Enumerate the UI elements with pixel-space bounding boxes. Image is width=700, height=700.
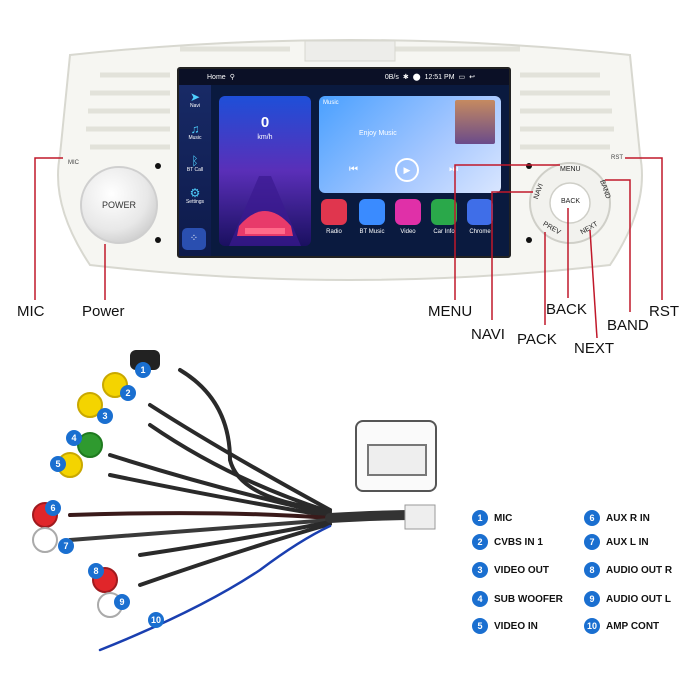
legend-badge: 6 <box>584 510 600 526</box>
app-drawer-icon[interactable]: ⁘ <box>182 228 206 250</box>
back-button[interactable]: BACK <box>561 198 581 205</box>
cable-badge-1: 1 <box>135 362 151 378</box>
legend-label: VIDEO IN <box>494 621 538 632</box>
cable-badge-10: 10 <box>148 612 164 628</box>
connector-detail <box>355 420 437 492</box>
mount-dot <box>155 237 161 243</box>
legend-label: AMP CONT <box>606 621 660 632</box>
speed-unit: km/h <box>257 134 273 141</box>
car-info-app-label: Car Info <box>433 229 455 235</box>
legend-label: AUX L IN <box>606 537 649 548</box>
cable-badge-6: 6 <box>45 500 61 516</box>
legend-badge: 4 <box>472 591 488 607</box>
video-app-icon[interactable] <box>395 199 421 225</box>
album-art <box>455 100 495 144</box>
mount-dot <box>526 237 532 243</box>
callout-rst: RST <box>649 303 679 320</box>
power-knob[interactable]: POWER <box>80 166 158 244</box>
gear-icon: ⚙ <box>189 186 201 200</box>
legend-badge: 3 <box>472 562 488 578</box>
car-info-app-icon[interactable] <box>431 199 457 225</box>
video-app-label: Video <box>400 229 416 235</box>
legend-label: AUX R IN <box>606 513 650 524</box>
speed-value: 0 <box>260 114 270 131</box>
legend-label: VIDEO OUT <box>494 565 550 576</box>
usb-icon: ⚲ <box>229 74 235 81</box>
chrome-app-label: Chrome <box>469 229 491 235</box>
callout-navi: NAVI <box>471 326 505 343</box>
music-card[interactable]: Music Enjoy Music ⏮ ▶ ⏭ <box>319 96 501 193</box>
bt-music-app-label: BT Music <box>359 229 385 235</box>
cable-badge-7: 7 <box>58 538 74 554</box>
cable-badge-4: 4 <box>66 430 82 446</box>
legend-badge: 5 <box>472 618 488 634</box>
recent-apps-icon[interactable]: ▭ <box>458 74 466 81</box>
legend-badge: 2 <box>472 534 488 550</box>
wiring-harness <box>32 350 436 652</box>
legend-label: MIC <box>494 513 513 524</box>
callout-next: NEXT <box>574 340 615 357</box>
legend-label: AUDIO OUT L <box>606 594 671 605</box>
speed-card[interactable]: 0 km/h <box>219 96 311 246</box>
cable-badge-2: 2 <box>120 385 136 401</box>
music-title: Music <box>323 100 339 106</box>
status-net: 0B/s <box>384 73 399 81</box>
music-note-icon: ♫ <box>190 122 200 136</box>
play-button-icon[interactable]: ▶ <box>395 158 419 182</box>
previous-track-icon[interactable]: ⏮ <box>349 164 358 175</box>
mount-dot <box>155 163 161 169</box>
car-graphic <box>229 176 301 246</box>
legend-badge: 9 <box>584 591 600 607</box>
radio-app-icon[interactable] <box>321 199 347 225</box>
rst-hole-label: RST <box>611 155 623 161</box>
location-icon: ⬤ <box>412 74 421 81</box>
power-knob-label: POWER <box>101 200 136 210</box>
callout-power: Power <box>82 303 125 320</box>
sidebar-item-navi[interactable]: ➤Navi <box>179 91 211 109</box>
legend-badge: 7 <box>584 534 600 550</box>
connector-pins <box>367 444 427 476</box>
cable-badge-8: 8 <box>88 563 104 579</box>
status-bar: Home ⚲ 0B/s ✱ ⬤ 12:51 PM ▭ ↩ <box>179 69 509 85</box>
cable-badge-5: 5 <box>50 456 66 472</box>
callout-pack: PACK <box>517 331 557 348</box>
back-arrow-icon[interactable]: ↩ <box>469 74 476 81</box>
bt-music-app-icon[interactable] <box>359 199 385 225</box>
menu-button[interactable]: MENU <box>560 166 581 173</box>
chrome-app-icon[interactable] <box>467 199 493 225</box>
cable-badge-9: 9 <box>114 594 130 610</box>
callout-menu: MENU <box>428 303 473 320</box>
legend-label: SUB WOOFER <box>494 594 563 605</box>
legend-label: CVBS IN 1 <box>494 537 543 548</box>
callout-back: BACK <box>546 301 587 318</box>
control-cluster <box>529 162 611 244</box>
bluetooth-status-icon: ✱ <box>402 74 409 81</box>
legend-badge: 8 <box>584 562 600 578</box>
callout-mic: MIC <box>17 303 45 320</box>
mic-hole-label: MIC <box>68 160 79 166</box>
next-track-icon[interactable]: ⏭ <box>449 164 458 175</box>
navi-arrow-icon: ➤ <box>189 90 201 104</box>
status-home: Home <box>207 73 226 81</box>
mount-dot <box>526 163 532 169</box>
callout-band: BAND <box>607 317 649 334</box>
legend-badge: 10 <box>584 618 600 634</box>
bluetooth-icon: ᛒ <box>191 154 199 168</box>
legend-badge: 1 <box>472 510 488 526</box>
music-song: Enjoy Music <box>359 130 397 137</box>
sidebar-item-music[interactable]: ♫Music <box>179 123 211 141</box>
status-time: 12:51 PM <box>424 73 455 81</box>
radio-app-label: Radio <box>326 229 342 235</box>
cable-badge-3: 3 <box>97 408 113 424</box>
sidebar-item-settings[interactable]: ⚙Settings <box>179 187 211 205</box>
legend-label: AUDIO OUT R <box>606 565 673 576</box>
